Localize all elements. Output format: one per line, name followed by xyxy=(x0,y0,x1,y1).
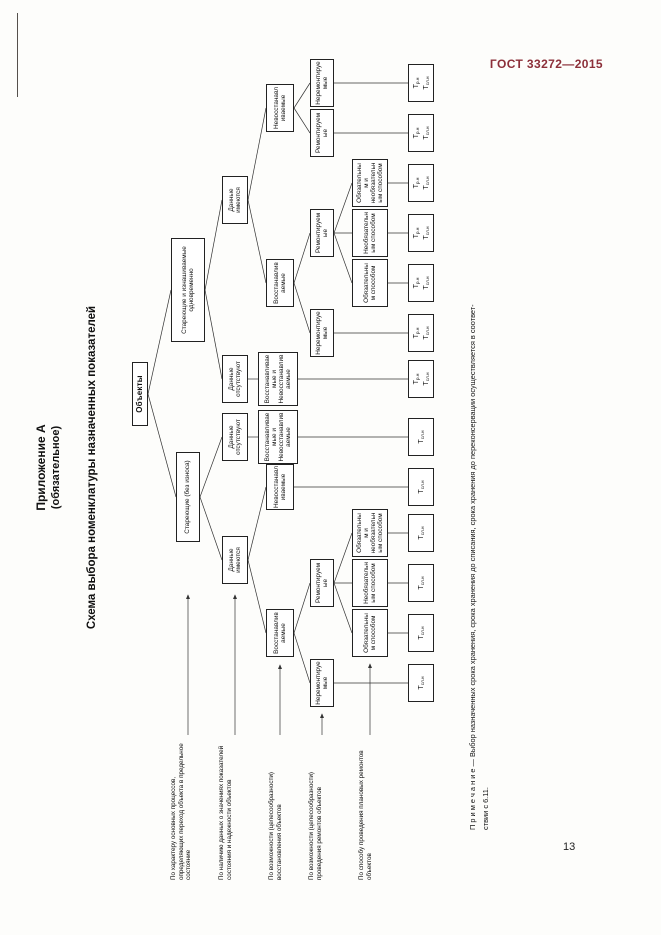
leaf-indicator-9: Тр.н Тсл.н xyxy=(408,264,434,302)
leaf-indicator-4: Тсл.н xyxy=(408,514,434,552)
node-non-repairable-left: Неремонтируемые xyxy=(310,659,334,707)
leaf-indicator-5: Тсл.н xyxy=(408,468,434,506)
node-data-absent-left: Данные отсутствуют xyxy=(222,413,248,461)
node-mandatory-optional-left: Обязательным и необязательным способом xyxy=(352,509,388,557)
node-data-absent-right: Данные отсутствуют xyxy=(222,355,248,403)
page-number: 13 xyxy=(563,841,576,853)
document-number: ГОСТ 33272—2015 xyxy=(489,57,603,71)
node-mandatory-left: Обязательным способом xyxy=(352,609,388,657)
leaf-indicator-11: Тр.н Тсл.н xyxy=(408,164,434,202)
node-non-restorable-right: Невосстанавливаемые xyxy=(266,84,294,132)
node-aging: Стареющие (без износа) xyxy=(176,452,200,542)
node-repairable-right-1: Ремонтируемые xyxy=(310,209,334,257)
node-restorable-and-non-left: Восстанавливаемые и Невосстанавливаемые xyxy=(258,410,298,464)
node-mandatory-right: Обязательным способом xyxy=(352,259,388,307)
node-objects: Объекты xyxy=(132,362,148,426)
leaf-indicator-7: Тр.н Тсл.н xyxy=(408,360,434,398)
criterion-label-repairs: По возможности (целесообразности) провед… xyxy=(308,772,323,880)
criterion-label-processes: По характеру основных процессов, определ… xyxy=(170,743,193,880)
node-mandatory-optional-right: Обязательным и необязательным способом xyxy=(352,159,388,207)
node-restorable-left: Восстанавливаемые xyxy=(266,609,294,657)
criterion-label-repair-method: По способу проведения плановых ремонтов … xyxy=(358,750,373,880)
node-repairable-right-2: Ремонтируемые xyxy=(310,109,334,157)
note-text-line-1: П р и м е ч а н и е — Выбор назначенных … xyxy=(468,304,477,830)
leaf-indicator-8: Тр.н Тсл.н xyxy=(408,314,434,352)
leaf-indicator-10: Тр.н Тсл.н xyxy=(408,214,434,252)
node-restorable-right: Восстанавливаемые xyxy=(266,259,294,307)
node-data-available-left: Данные имеются xyxy=(222,536,248,584)
leaf-indicator-3: Тсл.н xyxy=(408,564,434,602)
node-restorable-and-non-right: Восстанавливаемые и Невосстанавливаемые xyxy=(258,352,298,406)
node-optional-left: Необязательным способом xyxy=(352,559,388,607)
leaf-indicator-6: Тсл.н xyxy=(408,418,434,456)
node-non-repairable-right-1: Неремонтируемые xyxy=(310,309,334,357)
leaf-indicator-2: Тсл.н xyxy=(408,614,434,652)
margin-mark xyxy=(17,13,18,97)
node-aging-wearing: Стареющие и изнашиваемые одновременно xyxy=(171,238,205,342)
leaf-indicator-13: Тр.н Тсл.н xyxy=(408,64,434,102)
note-text-line-2: ствии с 6.11. xyxy=(481,787,490,830)
node-optional-right: Необязательным способом xyxy=(352,209,388,257)
node-non-restorable-left: Невосстанавливаемые xyxy=(266,464,294,510)
leaf-indicator-12: Тр.н Тсл.н xyxy=(408,114,434,152)
leaf-indicator-1: Тсл.н xyxy=(408,664,434,702)
criterion-label-restoration: По возможности (целесообразности) восста… xyxy=(268,772,283,880)
node-data-available-right: Данные имеются xyxy=(222,176,248,224)
node-non-repairable-right-2: Неремонтируемые xyxy=(310,59,334,107)
node-repairable-left: Ремонтируемые xyxy=(310,559,334,607)
criterion-label-data: По наличию данных о значениях показателе… xyxy=(218,745,233,880)
